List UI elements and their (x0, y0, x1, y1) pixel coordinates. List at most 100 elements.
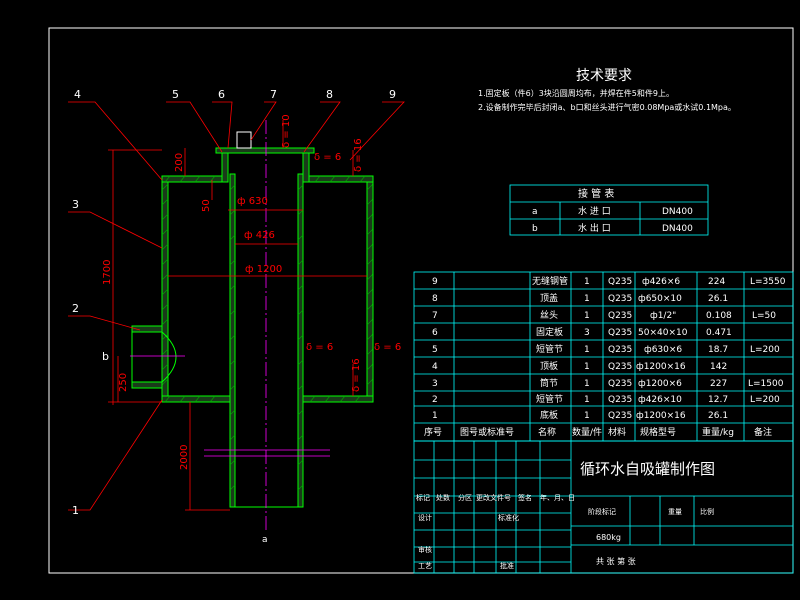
bom-no: 2 (432, 395, 438, 405)
short-pipe-630-right (302, 151, 310, 183)
dim-1700: 1700 (102, 260, 113, 285)
bom-header-name: 名称 (538, 426, 556, 438)
balloon-9: 9 (389, 88, 396, 101)
bom-name: 顶盖 (540, 292, 558, 304)
bom-spec: ф1/2" (650, 311, 676, 321)
label-stage-mark: 阶段标记 (588, 507, 616, 516)
bom-header-note: 备注 (754, 426, 772, 438)
label-sign: 签名 (518, 493, 532, 502)
bom-no: 9 (432, 277, 438, 287)
bom-note: L=200 (750, 395, 780, 405)
bom-wt: 26.1 (708, 294, 728, 304)
dim-weld6-top: δ = 6 (314, 152, 341, 163)
bom-wt: 0.108 (706, 311, 732, 321)
bom-spec: ф1200×6 (638, 379, 682, 389)
dim-d630: ф 630 (237, 196, 268, 207)
nozzle-mark-a: a (262, 535, 268, 545)
outlet-nozzle-bottom (131, 381, 163, 389)
bom-header-no: 序号 (424, 426, 442, 438)
balloon-1: 1 (72, 504, 79, 517)
bom-name: 短管节 (536, 343, 563, 355)
dimension-lines (108, 120, 367, 511)
bom-no: 5 (432, 345, 438, 355)
bom-name: 底板 (540, 409, 558, 421)
bom-wt: 224 (708, 277, 725, 287)
balloon-2: 2 (72, 302, 79, 315)
bom-wt: 18.7 (708, 345, 728, 355)
thread-nipple (236, 131, 252, 149)
bom-wt: 0.471 (706, 328, 732, 338)
leader-lines (68, 101, 405, 511)
bom-header-qty: 数量/件 (572, 426, 602, 438)
dim-250: 250 (118, 373, 129, 392)
bom-mat: Q235 (608, 362, 632, 372)
bom-qty: 1 (584, 395, 590, 405)
dim-weld6-right: δ = 6 (374, 342, 401, 353)
bom-header: 序号 图号或标准号 名称 数量/件 材料 规格型号 重量/kg 备注 (424, 426, 772, 438)
bom-name: 固定板 (536, 326, 563, 338)
bom-name: 顶板 (540, 360, 558, 372)
bom-no: 3 (432, 379, 438, 389)
bom-mat: Q235 (608, 328, 632, 338)
nozzle-spec: DN400 (662, 207, 693, 217)
bom-mat: Q235 (608, 395, 632, 405)
bom-header-mat: 材料 (608, 426, 626, 438)
dim-200: 200 (174, 153, 185, 172)
bom-qty: 1 (584, 345, 590, 355)
bom-no: 8 (432, 294, 438, 304)
nozzle-mark: b (532, 224, 538, 234)
bom-spec: ф1200×16 (636, 411, 686, 421)
bom-name: 无缝钢管 (532, 275, 568, 287)
bom-spec: ф650×10 (638, 294, 682, 304)
bom-wt: 142 (710, 362, 727, 372)
bom-qty: 1 (584, 379, 590, 389)
label-date: 年、月、日 (540, 493, 575, 502)
short-pipe-630-left (221, 151, 229, 183)
bom-qty: 1 (584, 311, 590, 321)
bom-table-grid (413, 271, 794, 442)
bom-note: L=3550 (750, 277, 786, 287)
inner-pipe-left (229, 173, 236, 508)
balloon-5: 5 (172, 88, 179, 101)
bom-note: L=1500 (748, 379, 784, 389)
dim-weld6-mid: δ = 6 (306, 342, 333, 353)
label-change-doc: 更改文件号 (476, 493, 511, 502)
label-designer: 设计 (418, 513, 432, 522)
label-weight: 重量 (668, 508, 682, 516)
bom-mat: Q235 (608, 345, 632, 355)
balloon-3: 3 (72, 198, 79, 211)
dim-delta10: δ = 10 (281, 114, 292, 148)
bom-qty: 1 (584, 277, 590, 287)
bom-note: L=50 (752, 311, 776, 321)
nozzle-table-title: 接 管 表 (578, 187, 614, 200)
bom-spec: ф426×6 (642, 277, 680, 287)
vessel-section (130, 120, 374, 530)
bom-name: 短管节 (536, 393, 563, 405)
balloon-6: 6 (218, 88, 225, 101)
bom-spec: ф630×6 (644, 345, 682, 355)
nozzle-mark-b: b (102, 350, 109, 363)
balloon-7: 7 (270, 88, 277, 101)
label-count: 处数 (436, 493, 450, 502)
bom-header-code: 图号或标准号 (460, 426, 514, 438)
weight-value: 680kg (596, 533, 621, 542)
tech-title: 技术要求 (576, 68, 632, 84)
outlet-flange-curve (161, 331, 177, 383)
bom-spec: 50×40×10 (638, 328, 688, 338)
bom-spec: ф426×10 (638, 395, 682, 405)
dim-d426: ф 426 (244, 230, 275, 241)
bom-mat: Q235 (608, 277, 632, 287)
bom-spec: ф1200×16 (636, 362, 686, 372)
nozzle-spec: DN400 (662, 224, 693, 234)
nozzle-name: 水 进 口 (578, 205, 611, 217)
dim-50: 50 (201, 199, 212, 212)
tech-line-2: 2.设备制作完毕后封闭a、b口和丝头进行气密0.08Mpa或水试0.1Mpa。 (478, 102, 736, 112)
nozzle-mark: a (532, 207, 538, 217)
bom-name: 丝头 (540, 309, 558, 321)
dim-weld16-top: δ = 16 (353, 138, 364, 172)
balloon-4: 4 (74, 88, 81, 101)
drawing-title: 循环水自吸罐制作图 (580, 460, 715, 478)
bom-mat: Q235 (608, 379, 632, 389)
bom-qty: 1 (584, 362, 590, 372)
